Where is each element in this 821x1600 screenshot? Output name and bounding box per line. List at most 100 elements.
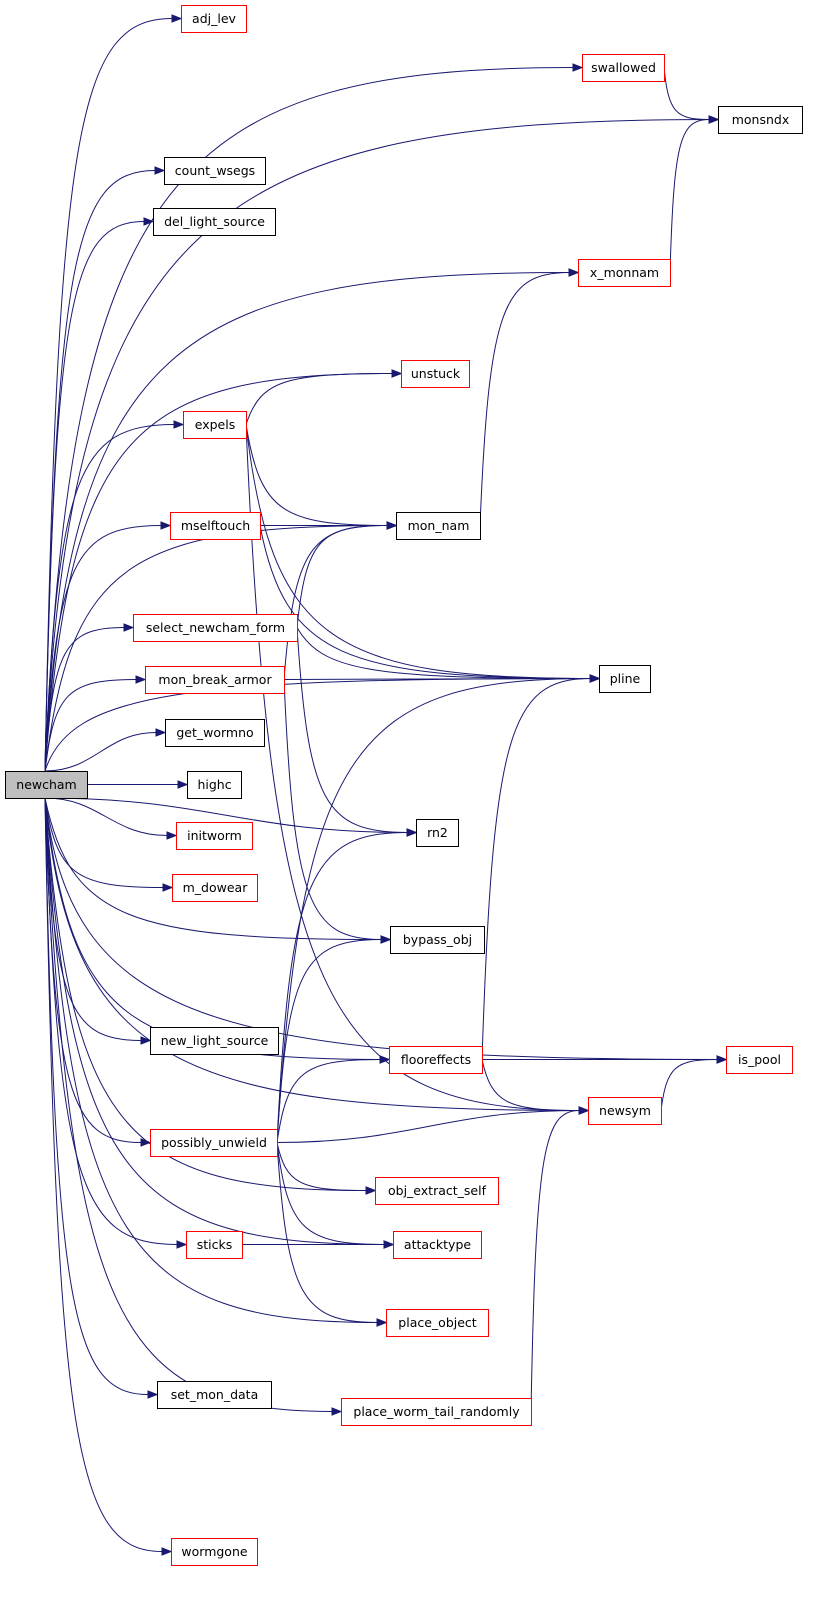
edge-line xyxy=(44,732,157,772)
node-attacktype[interactable]: attacktype xyxy=(393,1231,482,1259)
edge-arrowhead xyxy=(568,268,580,277)
edge-line xyxy=(660,1059,718,1111)
node-box xyxy=(157,1381,272,1409)
node-pline[interactable]: pline xyxy=(599,665,651,693)
edge-arrowhead xyxy=(376,1318,388,1327)
node-box xyxy=(396,512,481,540)
edge-arrowhead xyxy=(160,521,172,530)
node-bypass_obj[interactable]: bypass_obj xyxy=(390,926,485,954)
edge-expels-to-pline xyxy=(245,424,601,683)
node-box xyxy=(718,106,803,134)
nodes-layer: newchamadj_levswallowedmonsndxcount_wseg… xyxy=(5,5,803,1566)
node-label: place_object xyxy=(398,1315,476,1330)
edge-newcham-to-pline xyxy=(44,674,601,772)
node-place_object[interactable]: place_object xyxy=(386,1309,489,1337)
edge-line xyxy=(479,272,570,526)
node-flooreffects[interactable]: flooreffects xyxy=(389,1046,483,1074)
node-swallowed[interactable]: swallowed xyxy=(582,54,665,82)
edge-arrowhead xyxy=(572,63,584,72)
edge-newcham-to-bypass_obj xyxy=(44,797,392,944)
edge-line xyxy=(44,797,385,1245)
edge-line xyxy=(44,119,710,772)
node-highc[interactable]: highc xyxy=(187,771,242,799)
edge-arrowhead xyxy=(177,780,189,789)
edge-line xyxy=(481,678,591,1060)
edge-arrowhead xyxy=(135,675,147,684)
edge-line xyxy=(44,678,591,772)
node-box xyxy=(390,926,485,954)
node-place_worm_tail_randomly[interactable]: place_worm_tail_randomly xyxy=(341,1398,532,1426)
edge-line xyxy=(276,832,408,1143)
edge-newcham-to-select_newcham_form xyxy=(44,623,135,772)
node-x_monnam[interactable]: x_monnam xyxy=(578,259,671,287)
edge-newcham-to-get_wormno xyxy=(44,728,167,772)
edge-arrowhead xyxy=(173,420,185,429)
node-del_light_source[interactable]: del_light_source xyxy=(153,208,276,236)
node-get_wormno[interactable]: get_wormno xyxy=(165,719,265,747)
node-box xyxy=(183,411,247,439)
node-is_pool[interactable]: is_pool xyxy=(726,1046,793,1074)
node-label: adj_lev xyxy=(192,11,236,26)
node-set_mon_data[interactable]: set_mon_data xyxy=(157,1381,272,1409)
node-label: swallowed xyxy=(591,60,656,75)
node-mselftouch[interactable]: mselftouch xyxy=(170,512,261,540)
edge-line xyxy=(276,1142,385,1245)
edge-newcham-to-mon_break_armor xyxy=(44,675,147,772)
node-wormgone[interactable]: wormgone xyxy=(171,1538,258,1566)
node-m_dowear[interactable]: m_dowear xyxy=(172,874,258,902)
node-sticks[interactable]: sticks xyxy=(186,1231,243,1259)
node-box xyxy=(389,1046,483,1074)
edge-line xyxy=(44,67,574,772)
node-label: monsndx xyxy=(732,112,790,127)
node-box xyxy=(172,874,258,902)
edge-possibly_unwield-to-place_object xyxy=(276,1142,388,1327)
edge-line xyxy=(663,67,710,120)
edge-line xyxy=(259,525,591,679)
edge-newsym-to-is_pool xyxy=(660,1055,728,1111)
edge-possibly_unwield-to-pline xyxy=(276,674,601,1143)
node-count_wsegs[interactable]: count_wsegs xyxy=(164,157,266,185)
edge-line xyxy=(44,797,381,1060)
node-box xyxy=(393,1231,482,1259)
node-box xyxy=(401,360,470,388)
node-box xyxy=(181,5,247,33)
edge-newcham-to-del_light_source xyxy=(44,217,155,772)
edge-line xyxy=(44,797,142,1143)
node-initworm[interactable]: initworm xyxy=(176,822,253,850)
node-rn2[interactable]: rn2 xyxy=(416,819,459,847)
node-unstuck[interactable]: unstuck xyxy=(401,360,470,388)
node-mon_break_armor[interactable]: mon_break_armor xyxy=(145,666,285,694)
edges-layer xyxy=(44,14,728,1556)
node-monsndx[interactable]: monsndx xyxy=(718,106,803,134)
node-label: bypass_obj xyxy=(403,932,472,947)
node-possibly_unwield[interactable]: possibly_unwield xyxy=(150,1129,278,1157)
node-obj_extract_self[interactable]: obj_extract_self xyxy=(375,1177,499,1205)
edge-arrowhead xyxy=(716,1055,728,1064)
edge-arrowhead xyxy=(589,674,601,683)
node-mon_nam[interactable]: mon_nam xyxy=(396,512,481,540)
node-expels[interactable]: expels xyxy=(183,411,247,439)
node-new_light_source[interactable]: new_light_source xyxy=(150,1027,279,1055)
edge-line xyxy=(44,797,367,1191)
edge-sticks-to-attacktype xyxy=(241,1240,395,1249)
edge-newcham-to-mselftouch xyxy=(44,521,172,772)
edge-line xyxy=(44,797,164,888)
node-label: count_wsegs xyxy=(175,163,255,178)
edge-line xyxy=(530,1110,580,1412)
node-box xyxy=(5,771,88,799)
edge-line xyxy=(276,1142,367,1191)
edge-line xyxy=(245,424,388,526)
edge-line xyxy=(276,1142,378,1323)
edge-line xyxy=(44,679,137,772)
node-newsym[interactable]: newsym xyxy=(588,1097,662,1125)
edge-line xyxy=(283,678,591,680)
edge-arrowhead xyxy=(380,935,392,944)
node-box xyxy=(176,822,253,850)
edge-line xyxy=(44,272,570,772)
edge-arrowhead xyxy=(166,831,178,840)
node-adj_lev[interactable]: adj_lev xyxy=(181,5,247,33)
edge-line xyxy=(44,797,718,1060)
edge-line xyxy=(44,797,178,1245)
node-label: mselftouch xyxy=(181,518,250,533)
node-select_newcham_form[interactable]: select_newcham_form xyxy=(133,614,298,642)
